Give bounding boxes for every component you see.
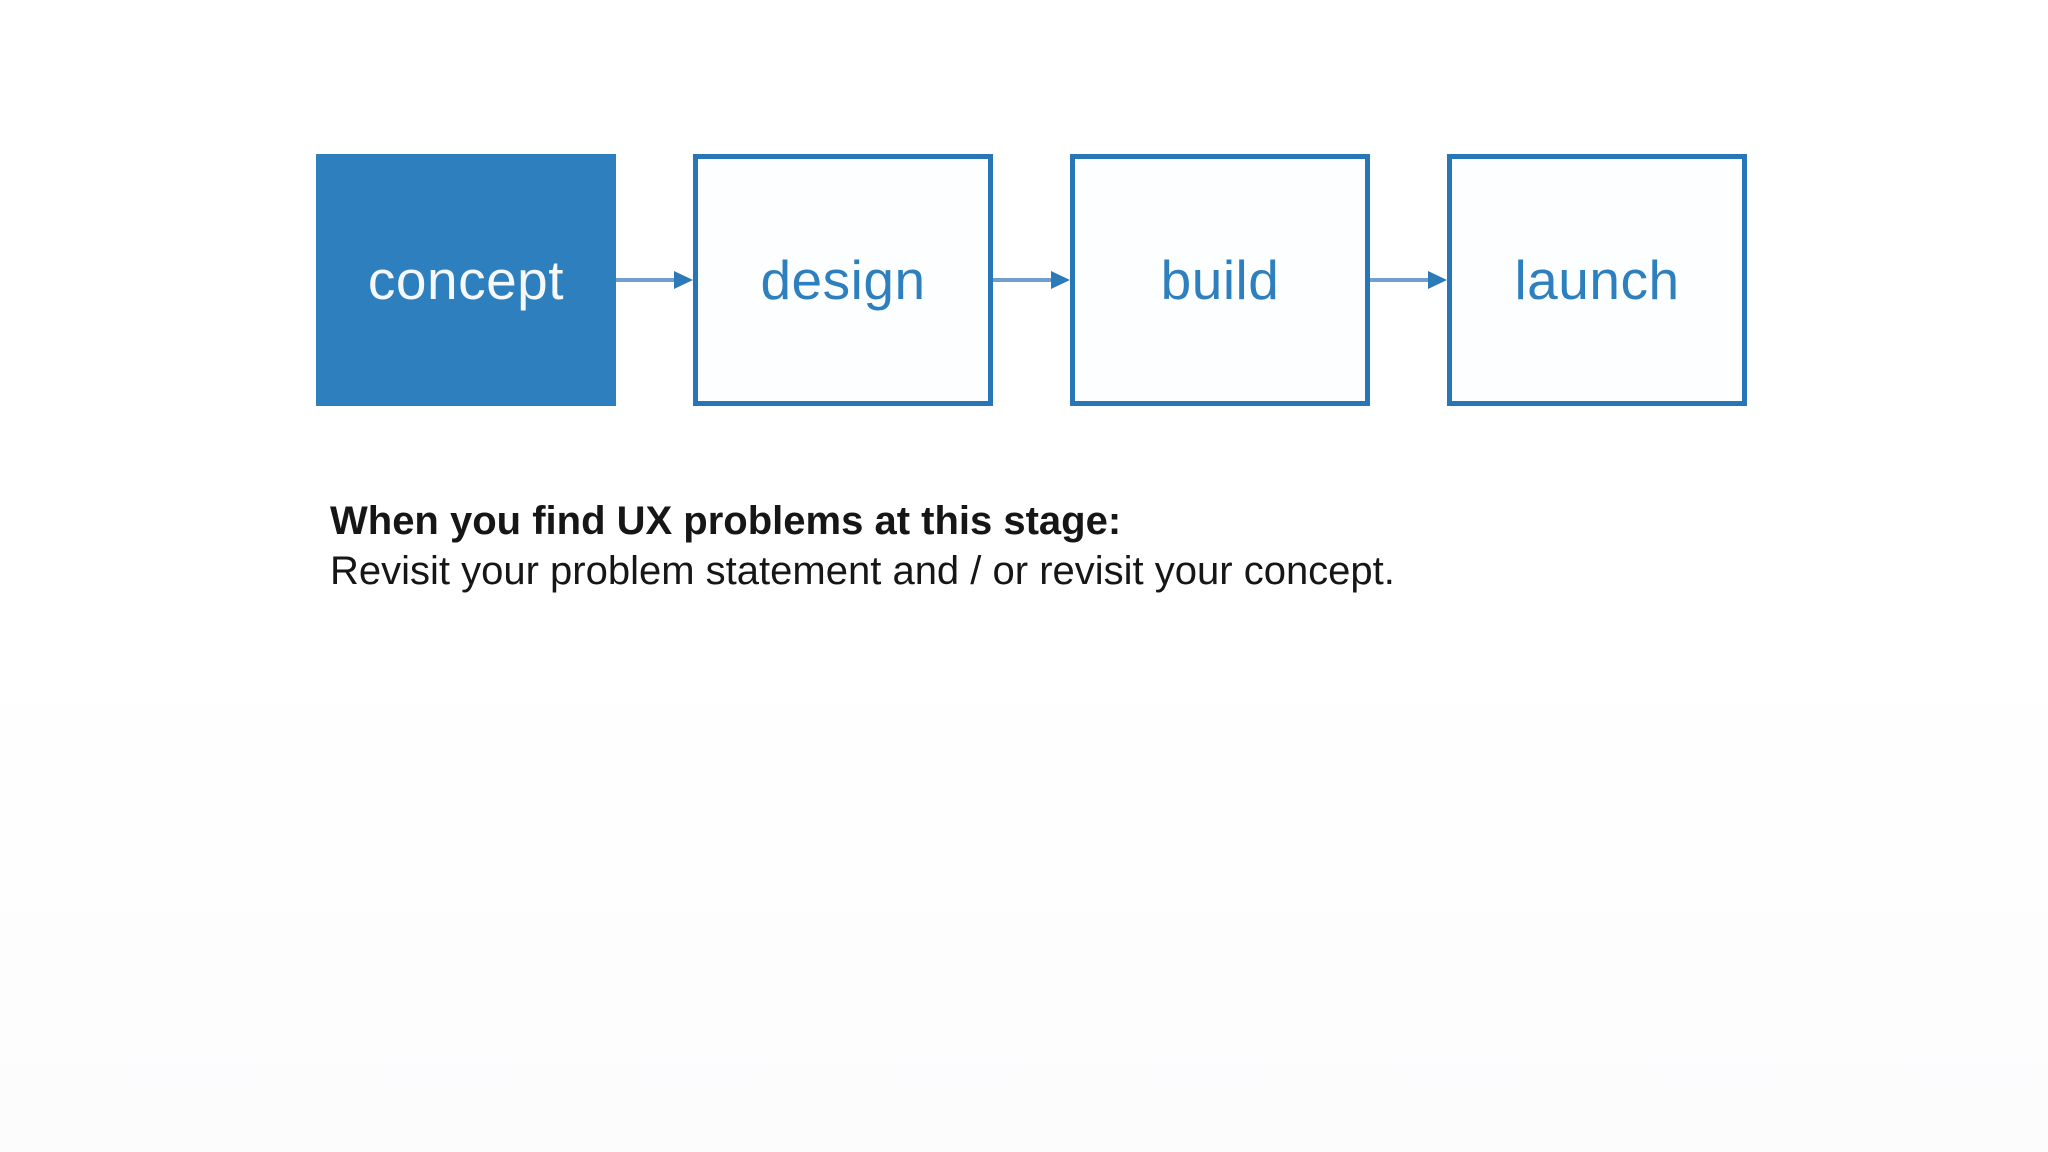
- stage-label-concept: concept: [367, 249, 565, 311]
- arrow-head-icon: [674, 271, 693, 289]
- note-heading: When you find UX problems at this stage:: [330, 499, 1122, 543]
- stage-box-build: build: [1070, 154, 1370, 406]
- stage-label-design: design: [760, 249, 926, 311]
- arrow-line: [616, 278, 676, 282]
- stage-note: When you find UX problems at this stage:…: [330, 496, 1395, 596]
- flow-arrow-design-to-build: [993, 154, 1070, 406]
- note-body: Revisit your problem statement and / or …: [330, 549, 1395, 593]
- process-flow-diagram: concept design build launch: [316, 154, 1747, 406]
- stage-box-launch: launch: [1447, 154, 1747, 406]
- stage-box-concept: concept: [316, 154, 616, 406]
- arrow-line: [1370, 278, 1430, 282]
- stage-label-build: build: [1160, 249, 1280, 311]
- arrow-head-icon: [1428, 271, 1447, 289]
- stage-box-design: design: [693, 154, 993, 406]
- stage-label-launch: launch: [1514, 249, 1680, 311]
- arrow-line: [993, 278, 1053, 282]
- flow-arrow-concept-to-design: [616, 154, 693, 406]
- flow-arrow-build-to-launch: [1370, 154, 1447, 406]
- arrow-head-icon: [1051, 271, 1070, 289]
